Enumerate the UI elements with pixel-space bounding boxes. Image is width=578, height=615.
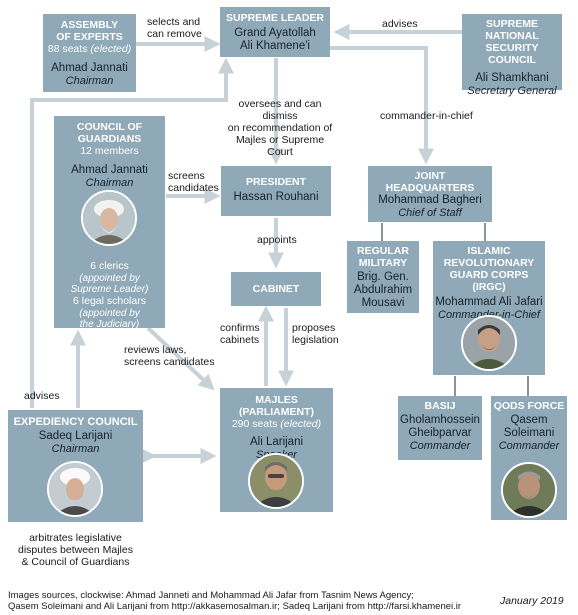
image-sources-line-2: Qasem Soleimani and Ali Larijani from ht… bbox=[8, 601, 462, 612]
basij-title: BASIJ bbox=[424, 400, 456, 412]
qasem-soleimani-photo bbox=[501, 462, 557, 518]
mohammad-ali-jafari-photo bbox=[461, 315, 517, 371]
president-box: PRESIDENT Hassan Rouhani bbox=[221, 166, 331, 216]
label-advises-left: advises bbox=[24, 390, 60, 402]
guardians-chair-role: Chairman bbox=[85, 177, 134, 189]
arrow-guardians-to-majles bbox=[146, 326, 215, 391]
president-title: PRESIDENT bbox=[245, 176, 307, 188]
basij-role: Commander bbox=[409, 440, 471, 452]
guardians-members: 12 members bbox=[80, 145, 139, 157]
guardians-clerics: 6 clerics bbox=[90, 260, 129, 272]
cabinet-title: CABINET bbox=[252, 283, 300, 295]
cabinet-box: CABINET bbox=[231, 272, 321, 306]
jhq-name: Mohammad Bagheri bbox=[378, 194, 482, 206]
supreme-leader-title: SUPREME LEADER bbox=[225, 12, 324, 24]
arrow-leader-to-jhq bbox=[330, 46, 434, 165]
majles-box: MAJLES (PARLIAMENT) 290 seats (elected) … bbox=[220, 388, 333, 512]
ali-larijani-photo bbox=[248, 453, 304, 509]
assembly-seats: 88 seats (elected) bbox=[47, 43, 132, 55]
assembly-chair-role: Chairman bbox=[65, 75, 114, 87]
assembly-chair-name: Ahmad Jannati bbox=[51, 62, 128, 74]
date-label: January 2019 bbox=[500, 595, 564, 607]
majles-title: MAJLES (PARLIAMENT) bbox=[238, 394, 315, 418]
qods-title: QODS FORCE bbox=[493, 400, 565, 412]
expediency-chair-role: Chairman bbox=[51, 443, 100, 455]
label-advises-top: advises bbox=[382, 18, 418, 30]
ahmad-jannati-photo bbox=[81, 190, 137, 246]
label-commander-in-chief: commander-in-chief bbox=[380, 110, 473, 122]
guardians-scholars: 6 legal scholars bbox=[73, 295, 146, 307]
president-name: Hassan Rouhani bbox=[233, 191, 319, 203]
supreme-leader-box: SUPREME LEADER Grand Ayatollah Ali Khame… bbox=[220, 7, 330, 57]
label-appoints: appoints bbox=[257, 234, 297, 246]
snsc-role: Secretary General bbox=[467, 85, 557, 97]
supreme-leader-name-2: Ali Khamene'i bbox=[240, 40, 310, 52]
expediency-title: EXPEDIENCY COUNCIL bbox=[13, 416, 138, 428]
qods-role: Commander bbox=[498, 440, 560, 452]
majles-speaker-name: Ali Larijani bbox=[249, 436, 304, 448]
label-reviews-laws: reviews laws,screens candidates bbox=[124, 344, 215, 368]
majles-seats: 290 seats (elected) bbox=[231, 418, 322, 430]
snsc-name: Ali Shamkhani bbox=[475, 72, 549, 84]
arrow-expediency-to-leader bbox=[30, 57, 234, 408]
jhq-role: Chief of Staff bbox=[398, 207, 462, 219]
expediency-chair-name: Sadeq Larijani bbox=[38, 430, 113, 442]
image-sources-line-1: Images sources, clockwise: Ahmad Janneti… bbox=[8, 590, 414, 601]
guardians-chair-name: Ahmad Jannati bbox=[71, 164, 148, 176]
supreme-leader-name-1: Grand Ayatollah bbox=[234, 27, 316, 39]
irgc-name: Mohammad Ali Jafari bbox=[435, 296, 543, 308]
sadeq-larijani-photo bbox=[47, 461, 103, 517]
